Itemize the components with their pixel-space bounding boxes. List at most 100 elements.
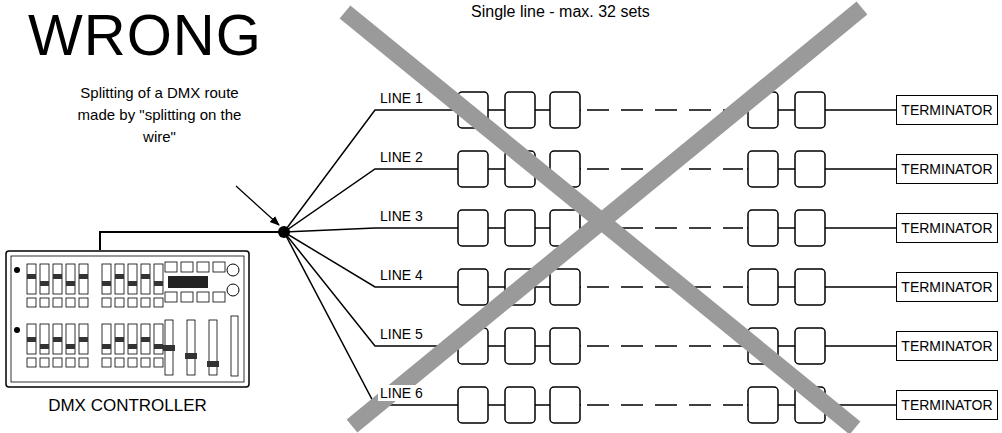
function-button xyxy=(197,262,209,272)
fixture-box xyxy=(550,328,580,364)
fader-slot xyxy=(79,264,88,294)
flash-button xyxy=(40,358,49,367)
flash-button xyxy=(79,358,88,367)
fader-knob xyxy=(53,337,62,342)
fader-slot xyxy=(154,324,163,354)
controller-panel xyxy=(11,256,244,382)
flash-button xyxy=(128,358,137,367)
terminator-label: TERMINATOR xyxy=(901,220,992,236)
fader-knob xyxy=(79,274,88,279)
split-point xyxy=(278,226,290,238)
fader-knob xyxy=(128,344,137,349)
fixture-box xyxy=(505,210,535,246)
fixture-box xyxy=(795,92,825,128)
flash-button xyxy=(141,358,150,367)
fader-knob xyxy=(40,281,49,286)
terminator-box: TERMINATOR xyxy=(896,213,998,243)
display xyxy=(168,276,208,288)
terminator-label: TERMINATOR xyxy=(901,161,992,177)
callout-note: Splitting of a DMX route made by "splitt… xyxy=(62,82,257,148)
fixture-box xyxy=(550,387,580,423)
fader-knob xyxy=(207,361,219,367)
gap-mask xyxy=(581,284,747,290)
fixture-box xyxy=(748,269,778,305)
function-button xyxy=(197,292,209,302)
terminator-box: TERMINATOR xyxy=(896,272,998,302)
fader-slot xyxy=(154,264,163,294)
cross-stroke xyxy=(352,8,862,426)
terminator-box: TERMINATOR xyxy=(896,95,998,125)
fader-slot xyxy=(40,324,49,354)
master-fader xyxy=(231,316,238,376)
terminator-box: TERMINATOR xyxy=(896,390,998,420)
line-limit-note: Single line - max. 32 sets xyxy=(471,3,650,21)
fixture-box xyxy=(795,151,825,187)
fader-knob xyxy=(154,344,163,349)
flash-button xyxy=(27,298,36,307)
fixture-box xyxy=(795,210,825,246)
terminator-box: TERMINATOR xyxy=(896,331,998,361)
function-button xyxy=(165,262,177,272)
fixture-box xyxy=(550,269,580,305)
fader-knob xyxy=(79,337,88,342)
warning-title: WRONG xyxy=(28,6,262,64)
function-button xyxy=(181,262,193,272)
controller-drawing xyxy=(5,250,250,388)
line-label: LINE 2 xyxy=(378,149,425,165)
line-label: LINE 4 xyxy=(378,267,425,283)
fader-knob xyxy=(102,344,111,349)
flash-button xyxy=(154,298,163,307)
line-label: LINE 6 xyxy=(378,385,425,401)
led xyxy=(14,327,20,333)
flash-button xyxy=(141,298,150,307)
fader-slot xyxy=(27,324,36,354)
fader-knob xyxy=(102,281,111,286)
flash-button xyxy=(79,298,88,307)
fader-slot xyxy=(115,324,124,354)
fixture-box xyxy=(748,387,778,423)
fader-knob xyxy=(154,281,163,286)
fader-slot xyxy=(27,264,36,294)
fader-knob xyxy=(27,337,36,342)
controller-body xyxy=(6,251,249,387)
line-label: LINE 3 xyxy=(378,208,425,224)
terminator-label: TERMINATOR xyxy=(901,338,992,354)
dashed-cable xyxy=(587,404,743,405)
function-button xyxy=(213,262,225,272)
fixture-box xyxy=(458,210,488,246)
fader-knob xyxy=(115,337,124,342)
flash-button xyxy=(102,298,111,307)
fixture-box xyxy=(795,269,825,305)
led xyxy=(14,267,20,273)
fader-knob xyxy=(53,274,62,279)
dashed-cable xyxy=(587,109,743,110)
flash-button xyxy=(66,298,75,307)
flash-button xyxy=(115,298,124,307)
fixture-box xyxy=(550,92,580,128)
fader-slot xyxy=(141,264,150,294)
terminator-box: TERMINATOR xyxy=(896,154,998,184)
fader-knob xyxy=(185,353,197,359)
flash-button xyxy=(154,358,163,367)
fader-slot xyxy=(141,324,150,354)
function-button xyxy=(181,292,193,302)
terminator-label: TERMINATOR xyxy=(901,102,992,118)
fader-knob xyxy=(40,344,49,349)
fader-slot xyxy=(66,264,75,294)
fader-slot xyxy=(128,324,137,354)
gap-mask xyxy=(581,343,747,349)
fixture-box xyxy=(505,387,535,423)
flash-button xyxy=(40,298,49,307)
fader-slot xyxy=(53,324,62,354)
flash-button xyxy=(66,358,75,367)
fixture-box xyxy=(458,269,488,305)
dmx-controller: DMX CONTROLLER xyxy=(5,250,250,388)
fader-slot xyxy=(40,264,49,294)
fixture-box xyxy=(795,328,825,364)
line-label: LINE 1 xyxy=(378,90,425,106)
fixture-box xyxy=(458,151,488,187)
fixture-box xyxy=(748,210,778,246)
terminator-label: TERMINATOR xyxy=(901,279,992,295)
flash-button xyxy=(53,358,62,367)
fader-knob xyxy=(66,344,75,349)
